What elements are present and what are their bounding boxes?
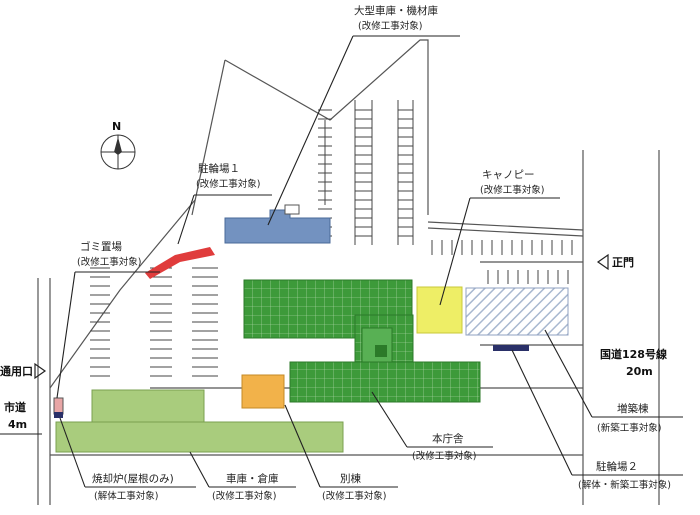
label-bike2[interactable]: 駐輪場２ <box>596 460 638 473</box>
label-garage-storage-sub: (改修工事対象) <box>212 490 276 502</box>
label-incinerator[interactable]: 焼却炉(屋根のみ) <box>92 472 174 485</box>
label-bike1-sub: (改修工事対象) <box>196 178 260 190</box>
new-annex-building[interactable] <box>465 287 569 336</box>
label-city-road-width: 4m <box>8 418 27 431</box>
label-annex-sub: (改修工事対象) <box>322 490 386 502</box>
label-garbage[interactable]: ゴミ置場 <box>80 240 122 253</box>
label-annex-new[interactable]: 増築棟 <box>617 402 649 415</box>
main-gate-arrow-icon <box>596 253 609 271</box>
label-main-building[interactable]: 本庁舎 <box>432 432 464 445</box>
parking-stalls <box>90 100 573 377</box>
buildings <box>53 204 569 453</box>
label-bike1[interactable]: 駐輪場１ <box>198 162 240 175</box>
label-route-width: 20m <box>626 365 653 378</box>
label-main-building-sub: (改修工事対象) <box>412 450 476 462</box>
annex-building-south[interactable] <box>55 421 344 453</box>
compass-rose-icon <box>100 134 136 170</box>
main-building[interactable] <box>243 279 481 403</box>
label-city-road: 市道 <box>4 400 26 414</box>
large-garage-building[interactable] <box>224 209 331 244</box>
leader-lines <box>0 35 683 488</box>
canopy[interactable] <box>416 286 463 334</box>
label-garage-storage[interactable]: 車庫・倉庫 <box>226 472 279 485</box>
label-annex-new-sub: (新築工事対象) <box>597 422 661 434</box>
label-route128: 国道128号線 <box>600 347 667 361</box>
service-gate-arrow-icon <box>34 362 47 380</box>
label-bike2-sub: (解体・新築工事対象) <box>578 479 671 491</box>
map-labels: 大型車庫・機材庫 (改修工事対象) 駐輪場１ (改修工事対象) ゴミ置場 (改修… <box>0 4 671 502</box>
compass-north-label: N <box>112 120 121 133</box>
label-main-gate[interactable]: 正門 <box>612 256 634 269</box>
label-large-garage-sub: (改修工事対象) <box>358 20 422 32</box>
label-garbage-sub: (改修工事対象) <box>77 256 141 268</box>
label-large-garage[interactable]: 大型車庫・機材庫 <box>354 4 438 17</box>
label-annex[interactable]: 別棟 <box>340 472 361 485</box>
incinerator-roof[interactable] <box>53 397 64 415</box>
label-canopy-sub: (改修工事対象) <box>480 184 544 196</box>
garbage-area[interactable] <box>145 247 215 279</box>
label-incinerator-sub: (解体工事対象) <box>94 490 158 502</box>
label-canopy[interactable]: キャノピー <box>482 169 535 181</box>
garage-storage-building[interactable] <box>241 374 285 409</box>
bike-parking-2[interactable] <box>493 345 529 351</box>
label-service-gate[interactable]: 通用口 <box>0 365 33 378</box>
